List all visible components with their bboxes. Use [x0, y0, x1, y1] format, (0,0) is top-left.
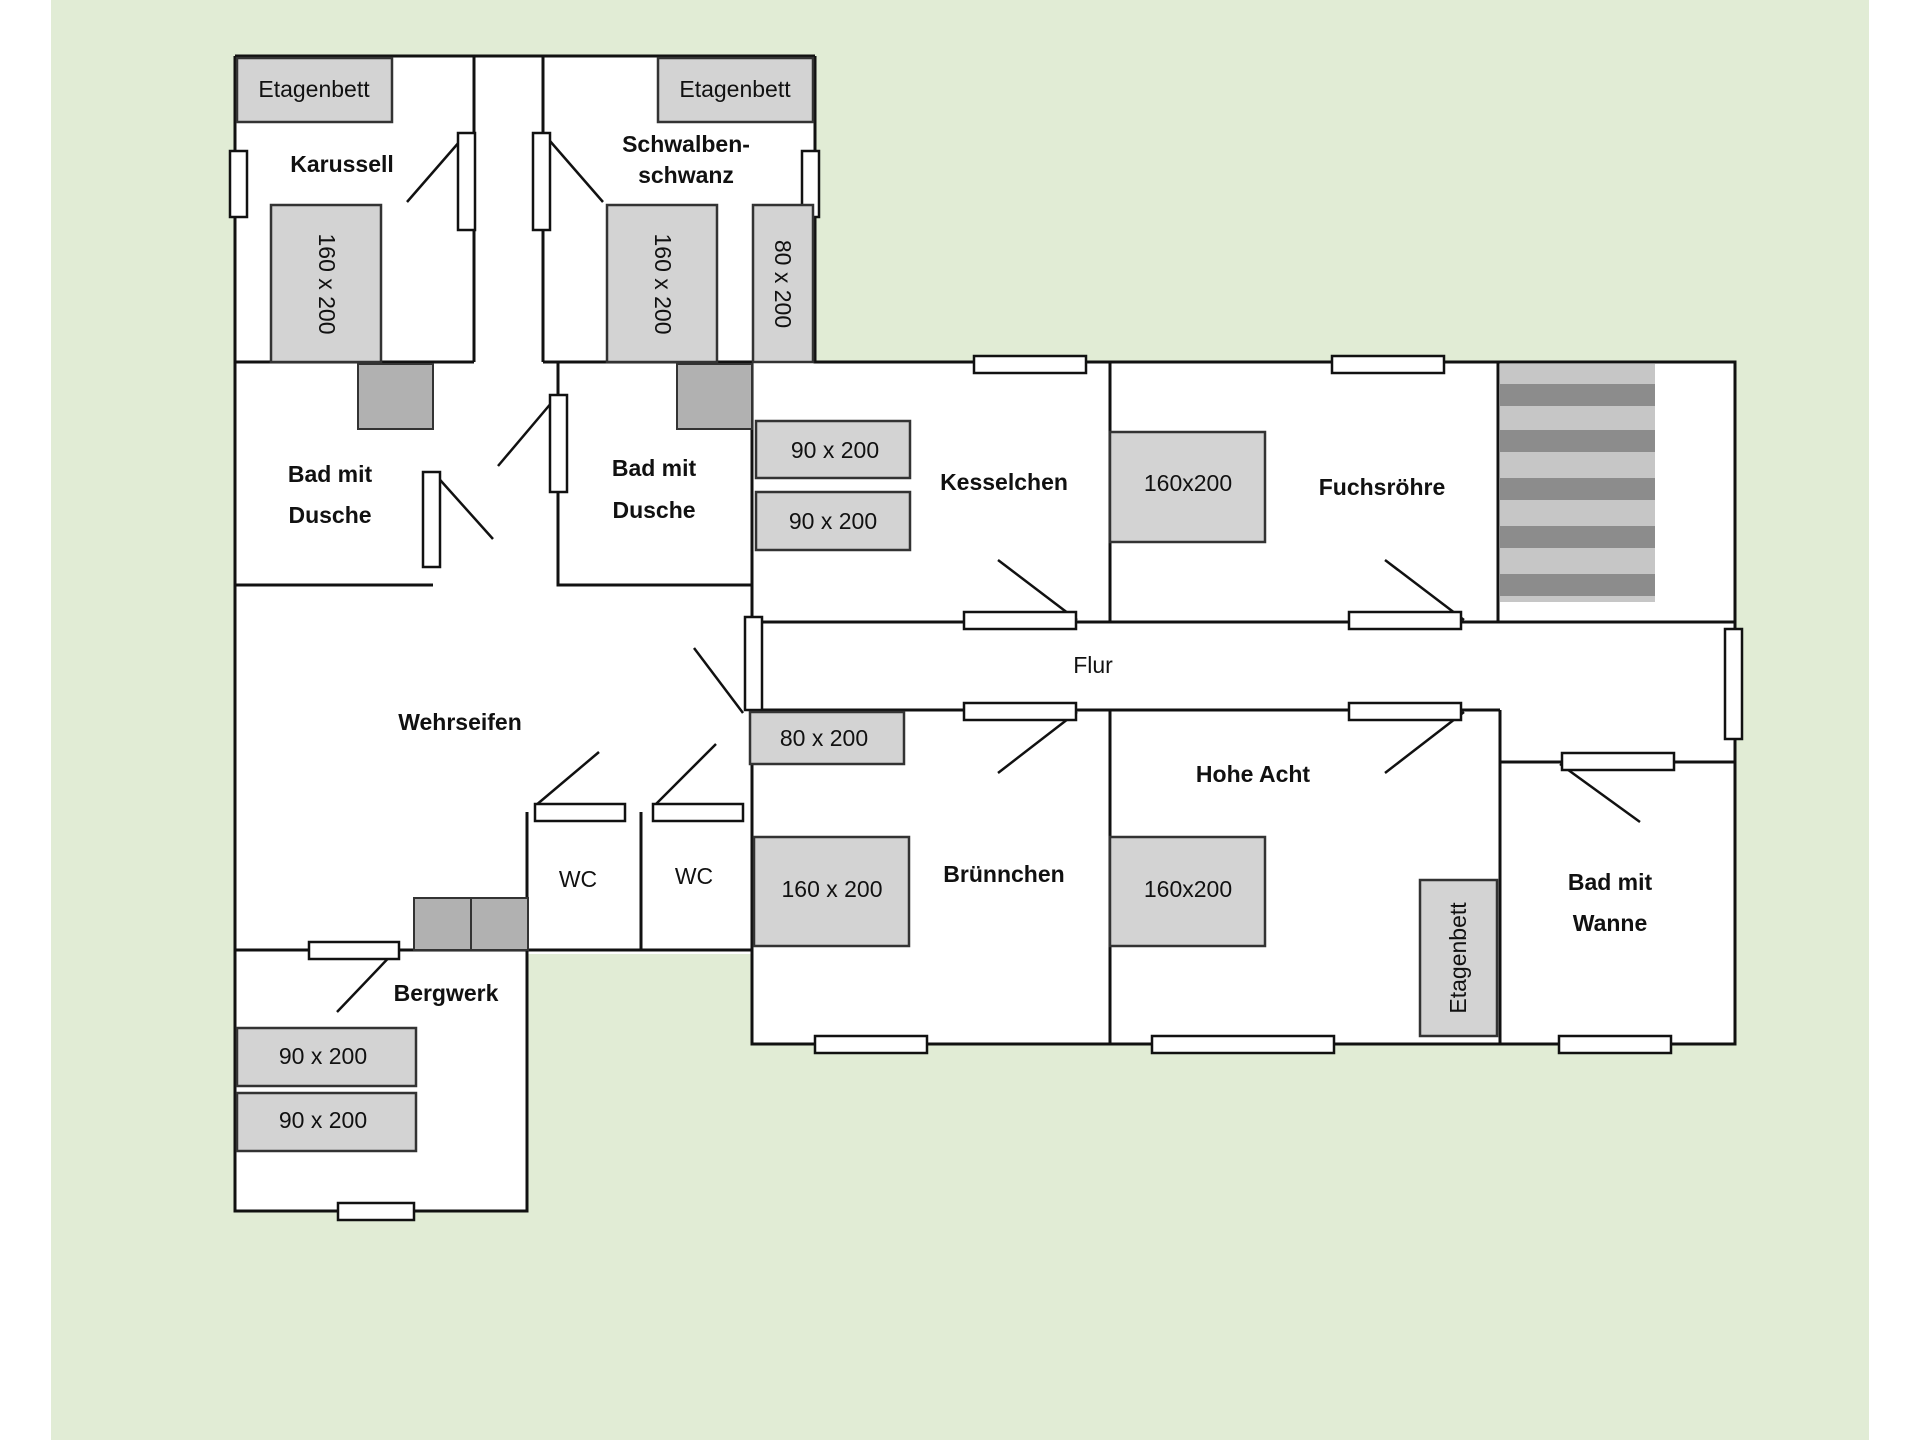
windows-and-doors: [228, 131, 1744, 1222]
room-wc-2: WC: [675, 863, 713, 889]
svg-text:Etagenbett: Etagenbett: [679, 76, 791, 102]
room-bad-mid-line1: Bad mit: [612, 455, 697, 481]
shower-trays: [357, 363, 753, 951]
bed-schwalben-double: 160 x 200: [605, 203, 719, 364]
svg-text:160 x 200: 160 x 200: [781, 876, 882, 902]
room-bad-left-line1: Bad mit: [288, 461, 373, 487]
bed-schwalben-bunk: Etagenbett: [656, 56, 815, 124]
bed-fuchsroehre-double: 160x200: [1108, 430, 1267, 544]
bed-bergwerk-single-2: 90 x 200: [235, 1091, 418, 1153]
room-fuchsroehre: Fuchsröhre: [1319, 474, 1446, 500]
staircase: [1500, 364, 1655, 602]
svg-text:160 x 200: 160 x 200: [314, 233, 340, 334]
svg-text:160x200: 160x200: [1144, 470, 1232, 496]
svg-text:90 x 200: 90 x 200: [279, 1043, 367, 1069]
bed-kesselchen-single-2: 90 x 200: [754, 490, 912, 552]
bed-karussell-double: 160 x 200: [269, 203, 383, 364]
room-kesselchen: Kesselchen: [940, 469, 1068, 495]
room-bad-wanne-line1: Bad mit: [1568, 869, 1653, 895]
room-labels: Karussell Schwalben- schwanz Bad mit Dus…: [288, 131, 1653, 1006]
room-wehrseifen: Wehrseifen: [398, 709, 522, 735]
svg-text:Etagenbett: Etagenbett: [1445, 902, 1471, 1014]
room-bad-mid-line2: Dusche: [612, 497, 695, 523]
bed-wehrseifen-single: 80 x 200: [748, 710, 906, 766]
bed-hohe-acht-double: 160x200: [1108, 835, 1267, 948]
room-wc-1: WC: [559, 866, 597, 892]
room-karussell: Karussell: [290, 151, 394, 177]
bed-hohe-acht-bunk: Etagenbett: [1418, 878, 1499, 1038]
svg-text:90 x 200: 90 x 200: [279, 1107, 367, 1133]
svg-text:90 x 200: 90 x 200: [789, 508, 877, 534]
room-flur: Flur: [1073, 652, 1113, 678]
room-schwalbenschwanz-line2: schwanz: [638, 162, 734, 188]
svg-text:90 x 200: 90 x 200: [791, 437, 879, 463]
svg-text:80 x 200: 80 x 200: [780, 725, 868, 751]
svg-text:160x200: 160x200: [1144, 876, 1232, 902]
svg-text:80 x 200: 80 x 200: [770, 240, 796, 328]
svg-text:Etagenbett: Etagenbett: [258, 76, 370, 102]
room-bergwerk: Bergwerk: [394, 980, 499, 1006]
bed-karussell-bunk: Etagenbett: [235, 56, 394, 124]
beds: Etagenbett 160 x 200 Etagenbett 160 x 20…: [235, 56, 1499, 1153]
bed-bruennchen-double: 160 x 200: [752, 835, 911, 948]
room-bad-wanne-line2: Wanne: [1573, 910, 1648, 936]
svg-text:160 x 200: 160 x 200: [650, 233, 676, 334]
door-swings: [336, 132, 1641, 1013]
bed-kesselchen-single-1: 90 x 200: [754, 419, 912, 480]
room-bad-left-line2: Dusche: [288, 502, 371, 528]
room-bruennchen: Brünnchen: [943, 861, 1064, 887]
room-hohe-acht: Hohe Acht: [1196, 761, 1310, 787]
room-schwalbenschwanz-line1: Schwalben-: [622, 131, 750, 157]
bed-schwalben-single: 80 x 200: [751, 203, 815, 364]
bed-bergwerk-single-1: 90 x 200: [235, 1026, 418, 1088]
